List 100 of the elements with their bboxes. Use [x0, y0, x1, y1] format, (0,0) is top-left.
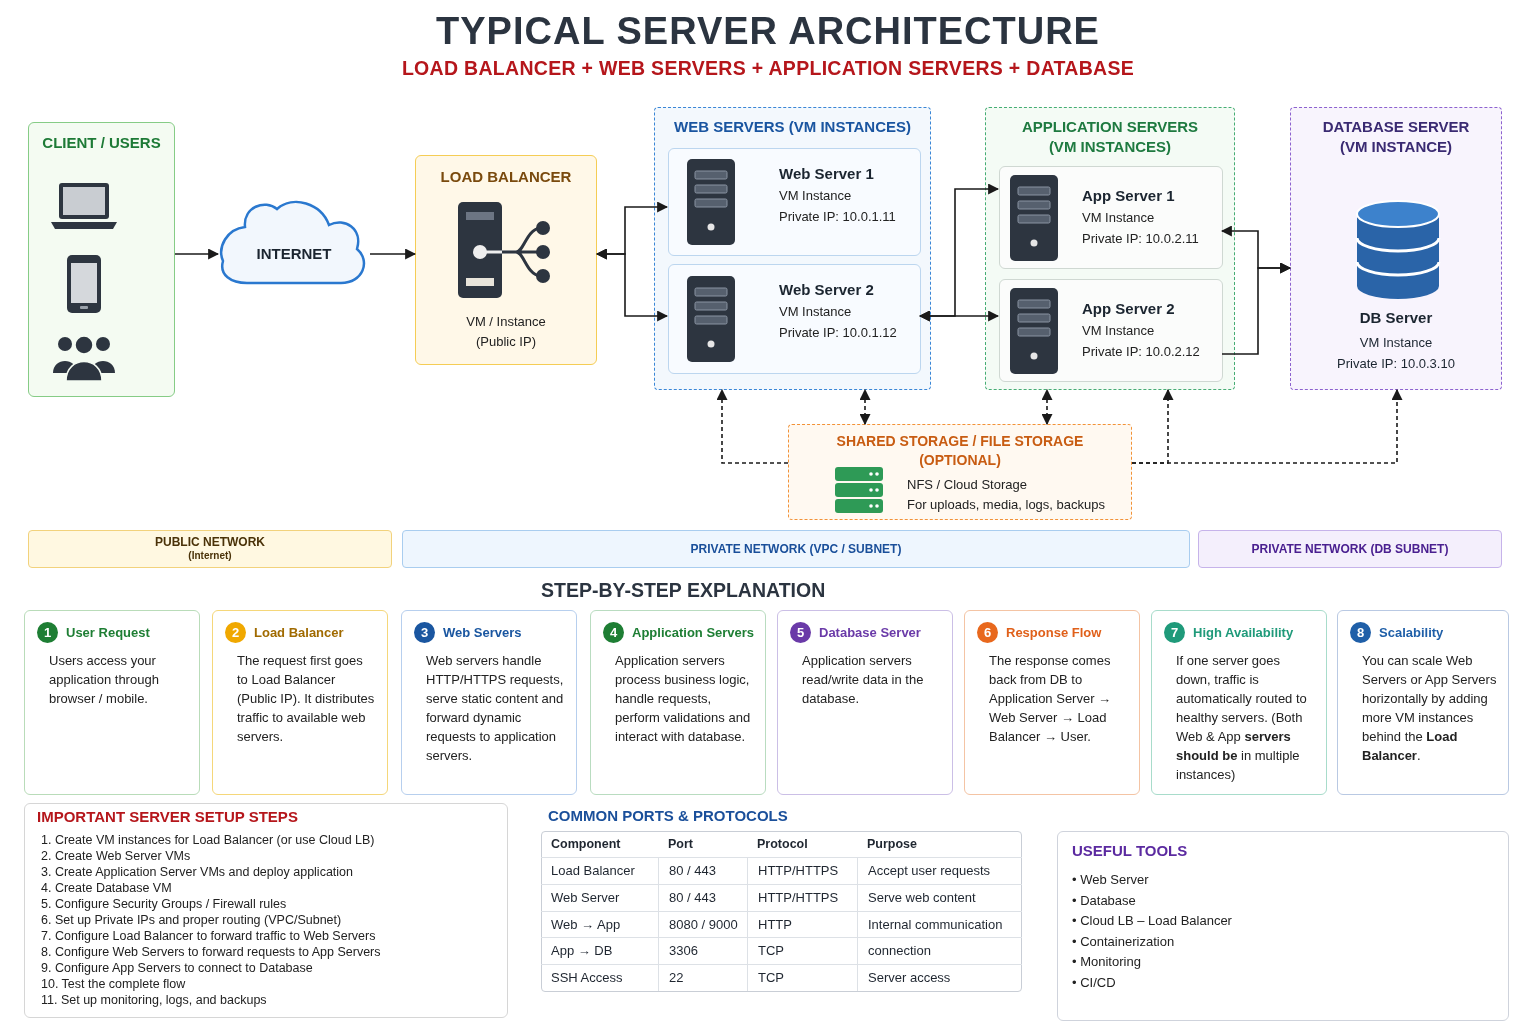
step-text: Application servers read/write data in the database. — [802, 652, 925, 708]
list-item: 4. Create Database VM — [41, 880, 173, 896]
list-item: • Monitoring — [1072, 953, 1142, 972]
table-header: Port — [667, 836, 694, 853]
table-cell: 22 — [658, 964, 747, 991]
step-card — [401, 610, 577, 795]
arrow — [1131, 388, 1403, 464]
list-item: • Cloud LB – Load Balancer — [1072, 912, 1233, 931]
list-item: • CI/CD — [1072, 973, 1117, 992]
step-title: Web Servers — [443, 624, 523, 642]
server-card — [999, 279, 1223, 382]
table-header: Protocol — [756, 836, 809, 853]
cloud-label: INTERNET — [255, 245, 333, 262]
step-card — [24, 610, 200, 795]
arrow — [716, 388, 789, 464]
server-name: Web Server 1 — [779, 164, 875, 184]
step-title: Database Server — [819, 624, 922, 642]
band-label: (Internet) — [188, 549, 232, 563]
table-header: Component — [550, 836, 622, 853]
server-detail: Private IP: 10.0.1.12 — [779, 324, 898, 342]
band-label: PUBLIC NETWORK — [155, 535, 265, 549]
group-heading: WEB SERVERS (VM INSTANCES) — [673, 117, 912, 137]
network-band — [1198, 530, 1502, 568]
arrow — [595, 248, 669, 322]
tools-panel — [1057, 831, 1509, 1021]
load-balancer-box — [415, 155, 597, 365]
section-heading: STEP-BY-STEP EXPLANATION — [541, 579, 826, 602]
table-cell: TCP — [747, 964, 857, 991]
list-item: 11. Set up monitoring, logs, and backups — [41, 992, 268, 1008]
server-detail: VM Instance — [1082, 322, 1156, 340]
step-number: 5 — [790, 622, 811, 643]
panel-heading: SHARED STORAGE / FILE STORAGE (OPTIONAL) — [835, 432, 1085, 470]
steps-panel — [24, 803, 508, 1018]
subtitle: LOAD BALANCER + WEB SERVERS + APPLICATION SERVERS + DATABASE — [400, 57, 1136, 80]
instance-caption: VM / Instance (Public IP) — [465, 313, 547, 351]
list-item: 10. Test the complete flow — [41, 976, 187, 992]
storage-detail: For uploads, media, logs, backups — [907, 496, 1106, 514]
server-card — [668, 264, 921, 374]
table-cell: App → DB — [541, 937, 658, 965]
step-title: Scalability — [1379, 624, 1445, 642]
table-cell: Serve web content — [857, 883, 1022, 911]
arrow — [369, 248, 417, 260]
list-item: • Web Server — [1072, 871, 1150, 889]
step-text: Application servers process business logic, handle requests, perform validations and interact with database. — [615, 652, 752, 746]
step-text: If one server goes down, traffic is automatically routed to healthy servers. (Both Web & App servers should be in multiple instances) — [1176, 652, 1308, 784]
client-panel — [28, 122, 175, 397]
server-group — [654, 107, 931, 390]
group-heading: DATABASE SERVER (VM INSTANCE) — [1321, 117, 1471, 157]
step-card — [1151, 610, 1327, 795]
server-detail: VM Instance — [779, 187, 853, 205]
server-group — [985, 107, 1235, 390]
server-card — [999, 166, 1223, 269]
step-number: 6 — [977, 622, 998, 643]
table-cell: Web → App — [541, 910, 658, 938]
table-cell: Accept user requests — [857, 857, 1022, 884]
table-cell: connection — [857, 937, 1022, 965]
step-number: 3 — [414, 622, 435, 643]
step-title: User Request — [66, 624, 151, 642]
step-text: Web servers handle HTTP/HTTPS requests, serve static content and forward dynamic requests to application servers. — [426, 652, 565, 765]
list-item: 7. Configure Load Balancer to forward traffic to Web Servers — [41, 928, 377, 944]
step-card — [1337, 610, 1509, 795]
panel-heading: IMPORTANT SERVER SETUP STEPS — [37, 808, 298, 825]
step-number: 8 — [1350, 622, 1371, 643]
table-header: Purpose — [866, 836, 918, 853]
step-text: The response comes back from DB to Application Server → Web Server → Load Balancer → User. — [989, 652, 1113, 746]
server-name: App Server 1 — [1082, 186, 1176, 206]
table-cell: HTTP — [747, 910, 857, 938]
band-label: PRIVATE NETWORK (DB SUBNET) — [1251, 542, 1449, 556]
step-title: Load Balancer — [254, 624, 345, 642]
arrow — [1041, 388, 1053, 426]
table-cell: TCP — [747, 937, 857, 965]
list-item: 5. Configure Security Groups / Firewall rules — [41, 896, 288, 912]
table-cell: 80 / 443 — [658, 883, 747, 911]
step-card — [777, 610, 953, 795]
section-heading: COMMON PORTS & PROTOCOLS — [548, 807, 788, 824]
database-group — [1290, 107, 1502, 390]
server-detail: Private IP: 10.0.3.10 — [1336, 355, 1456, 373]
arrow — [174, 248, 220, 260]
panel-heading: USEFUL TOOLS — [1072, 842, 1188, 859]
server-detail: Private IP: 10.0.1.11 — [779, 208, 897, 226]
server-detail: VM Instance — [1082, 209, 1156, 227]
list-item: 2. Create Web Server VMs — [41, 848, 192, 864]
step-card — [590, 610, 766, 795]
arrow — [918, 310, 1000, 322]
band-label: PRIVATE NETWORK (VPC / SUBNET) — [690, 542, 902, 556]
step-number: 7 — [1164, 622, 1185, 643]
arrow — [859, 388, 871, 426]
server-name: DB Server — [1358, 308, 1434, 328]
step-number: 4 — [603, 622, 624, 643]
storage-detail: NFS / Cloud Storage — [907, 476, 1028, 494]
list-item: 3. Create Application Server VMs and deploy application — [41, 864, 354, 880]
network-band — [402, 530, 1190, 568]
step-card — [212, 610, 388, 795]
list-item: 8. Configure Web Servers to forward requests to App Servers — [41, 944, 382, 960]
server-detail: VM Instance — [1358, 334, 1434, 352]
server-detail: VM Instance — [779, 303, 853, 321]
group-heading: APPLICATION SERVERS (VM INSTANCES) — [1020, 117, 1200, 157]
list-item: 9. Configure App Servers to connect to Database — [41, 960, 314, 976]
network-band — [28, 530, 392, 568]
table-cell: Internal communication — [857, 910, 1022, 938]
